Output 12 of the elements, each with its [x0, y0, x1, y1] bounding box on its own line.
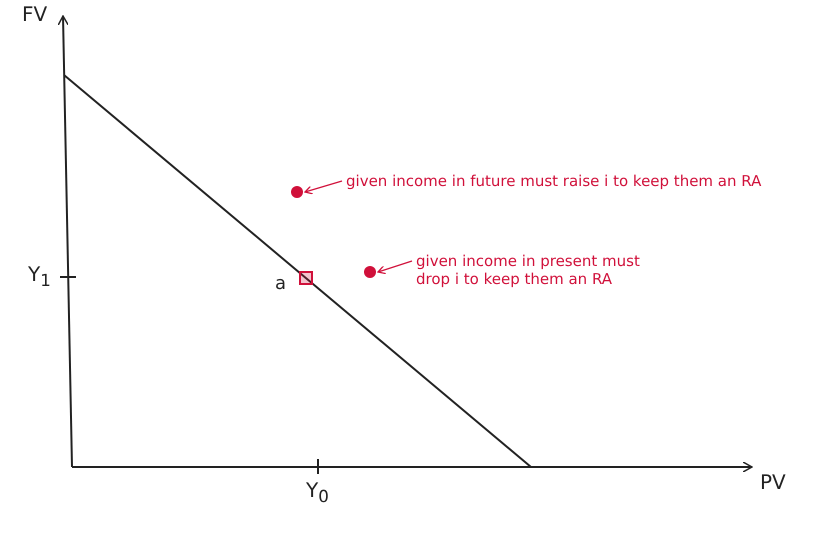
point-marker: [299, 271, 313, 285]
dot-marker: [364, 266, 376, 278]
tick-label: Y$_{1}$: [28, 262, 51, 290]
axis-label: PV: [760, 470, 786, 494]
dot-marker: [291, 186, 303, 198]
leader-arrow: [377, 260, 412, 274]
tick-label: Y$_{0}$: [306, 478, 329, 506]
annotation-text: given income in future must raise i to keep them an RA: [318, 172, 766, 190]
axis-label: FV: [22, 2, 48, 26]
point-label: a: [275, 273, 286, 294]
leader-arrow: [304, 180, 342, 194]
annotation-text: given income in present must drop i to keep them an RA: [388, 252, 666, 288]
